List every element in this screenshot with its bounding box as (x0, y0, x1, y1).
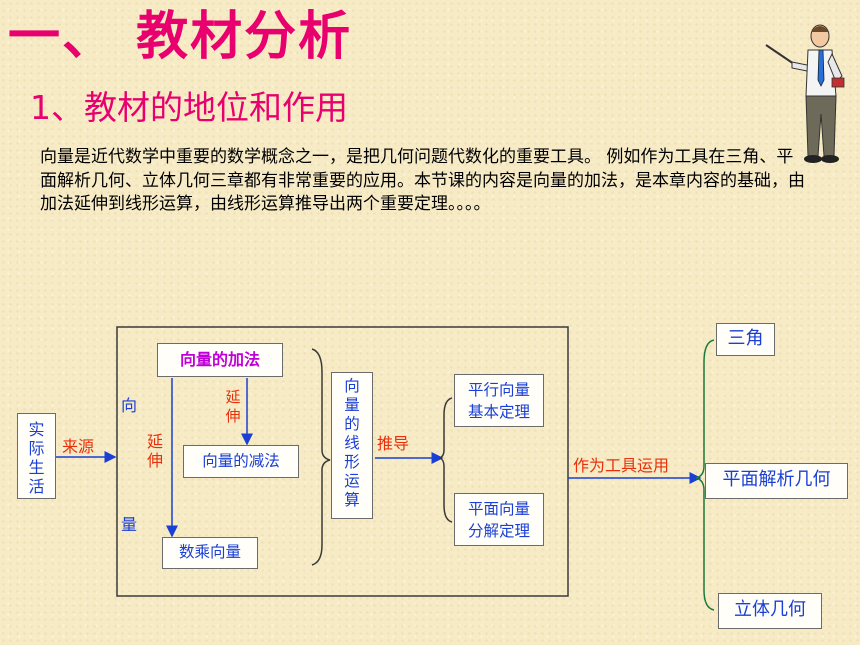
source-label: 来源 (62, 437, 95, 456)
concept-frame (116, 326, 569, 597)
as-tool-label: 作为工具运用 (573, 456, 670, 475)
plane-analytic-geometry-box: 平面解析几何 (705, 463, 848, 499)
intro-paragraph: 向量是近代数学中重要的数学概念之一，是把几何问题代数化的重要工具。 例如作为工具… (40, 147, 805, 214)
real-life-label: 实际生活 (28, 420, 45, 496)
brace-left (311, 348, 331, 566)
page-title: 一、 教材分析 (8, 7, 353, 67)
solid-geometry-box: 立体几何 (718, 593, 822, 629)
vector-char-bottom: 量 (121, 515, 138, 534)
linear-operations-label: 向量的线形运算 (344, 377, 360, 509)
extend-label-top: 延伸 (225, 388, 241, 425)
vector-addition-box: 向量的加法 (157, 343, 283, 377)
section-subtitle: 1、教材的地位和作用 (30, 88, 348, 127)
vector-subtraction-box: 向量的减法 (183, 445, 299, 478)
teacher-pointing-illustration (765, 24, 845, 163)
trigonometry-box: 三角 (716, 323, 775, 356)
extend-label-left: 延伸 (146, 432, 163, 470)
real-life-box: 实际生活 (17, 413, 56, 499)
plane-decomposition-theorem-box: 平面向量分解定理 (454, 493, 544, 546)
brace-applications (695, 339, 715, 611)
brace-theorems (438, 397, 453, 523)
derive-label: 推导 (377, 434, 410, 453)
vector-char-top: 向 (121, 396, 138, 415)
scalar-multiplication-box: 数乘向量 (162, 537, 258, 569)
parallel-theorem-box: 平行向量基本定理 (454, 374, 544, 427)
linear-operations-box: 向量的线形运算 (331, 372, 373, 519)
